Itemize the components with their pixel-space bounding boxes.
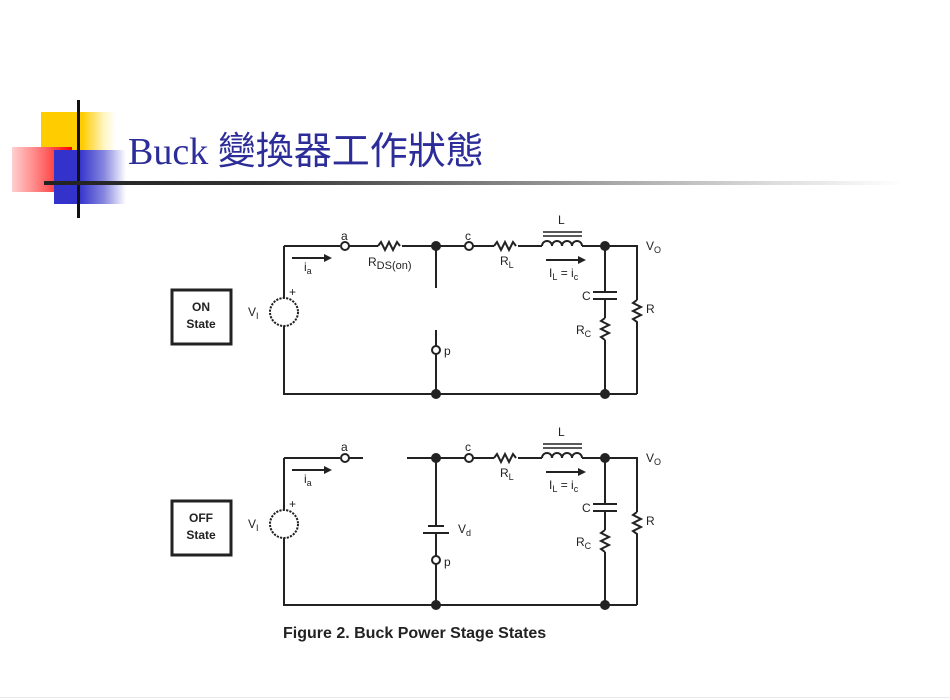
junction-dot [431,389,441,399]
vo-label: VO [646,451,661,467]
node-p-label: p [444,344,451,358]
decor-blue-square [54,150,126,204]
source-plus-label: + [289,497,296,511]
rc-label: RC [576,323,592,339]
rds-on-label: RDS(on) [368,255,412,272]
capacitor-icon [593,291,617,300]
il-equals-ic-label: IL = ic [549,478,579,494]
current-ia-label: ia [304,472,312,488]
load-r-label: R [646,302,655,316]
node-a-terminal [340,453,350,463]
on-state-labels: ON State a c p VI + ia RDS(on) RL L IL =… [186,213,661,358]
current-ia-label: ia [304,260,312,276]
voltage-source-icon [269,297,299,327]
rc-resistor-icon [598,317,612,341]
load-r-label: R [646,514,655,528]
node-c-terminal [464,453,474,463]
inductor-core [543,443,582,449]
decor-vertical-rule [77,100,80,218]
wire [283,326,637,395]
off-state-circuit [170,443,644,610]
on-state-circuit [170,231,644,399]
rc-resistor-icon [598,529,612,553]
on-state-label-line2: State [186,317,216,331]
footer-divider [0,697,950,698]
on-state-label-line1: ON [192,300,210,314]
junction-dot [600,600,610,610]
voltage-source-icon [269,509,299,539]
off-state-label-line1: OFF [189,511,213,525]
node-c-label: c [465,440,471,454]
node-c-label: c [465,229,471,243]
off-state-label-line2: State [186,528,216,542]
source-vi-label: VI [248,305,259,321]
node-a-terminal [340,241,350,251]
slide-title: Buck 變換器工作狀態 [128,131,484,173]
load-resistor-icon [630,299,644,394]
rl-label: RL [500,254,514,270]
vo-label: VO [646,239,661,255]
off-state-labels: OFF State a c p VI + ia Vd RL L IL = ic … [186,425,661,569]
node-p-terminal [431,555,441,565]
inductor-core [543,231,582,237]
inductor-icon [541,240,583,247]
rl-resistor-icon [493,451,517,465]
figure-caption: Figure 2. Buck Power Stage States [283,625,547,642]
source-plus-label: + [289,285,296,299]
capacitor-label: C [582,289,591,303]
inductor-label: L [558,425,565,439]
node-p-label: p [444,555,451,569]
capacitor-label: C [582,501,591,515]
junction-dot [600,389,610,399]
load-resistor-icon [630,511,644,605]
il-equals-ic-label: IL = ic [549,266,579,282]
rc-label: RC [576,535,592,551]
junction-dot [431,600,441,610]
off-state-box [170,499,233,557]
inductor-icon [541,452,583,459]
wire [283,538,637,606]
vd-label: Vd [458,522,471,538]
rl-resistor-icon [493,239,517,253]
source-vi-label: VI [248,517,259,533]
node-p-terminal [431,345,441,355]
capacitor-icon [593,503,617,512]
on-state-box [170,288,233,346]
rl-label: RL [500,466,514,482]
node-c-terminal [464,241,474,251]
rds-on-resistor-icon [377,239,401,253]
node-a-label: a [341,440,348,454]
title-underline-rule [44,181,904,185]
node-a-label: a [341,229,348,243]
inductor-label: L [558,213,565,227]
